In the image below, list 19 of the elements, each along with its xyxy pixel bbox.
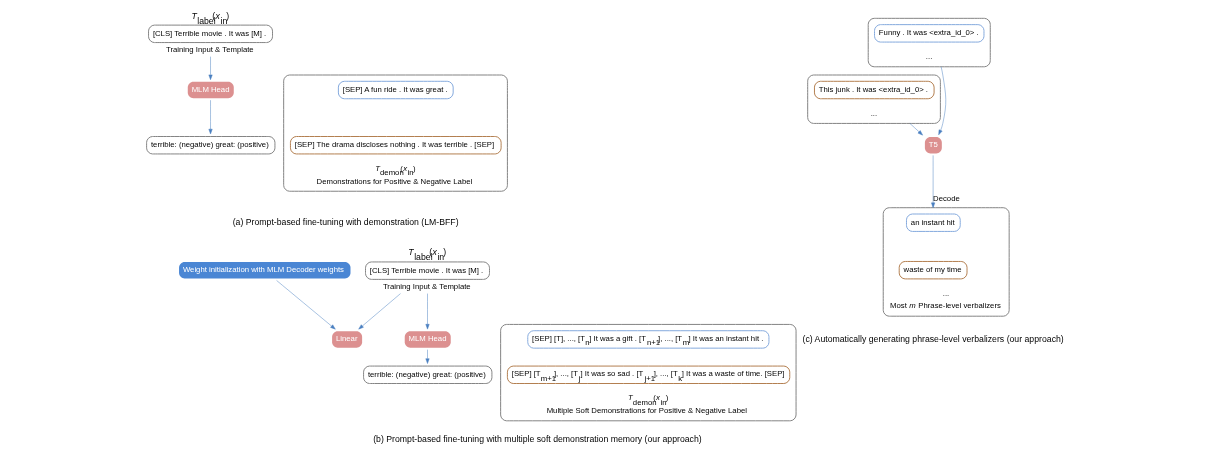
arrow: [208, 56, 213, 80]
arrow: [425, 349, 430, 364]
node-box: Linear: [332, 331, 363, 348]
arrow: [931, 155, 936, 208]
arrow: [938, 66, 947, 136]
label: (b) Prompt-based fine-tuning with multiple soft demonstration memory (our approach): [373, 434, 702, 445]
arrow: [358, 293, 401, 330]
node-box: MLM Head: [187, 81, 234, 99]
arrow: [425, 293, 430, 330]
edge-label: Decode: [933, 194, 960, 204]
arrow: [909, 123, 923, 136]
node-box: MLM Head: [404, 331, 451, 348]
label: (c) Automatically generating phrase-level verbalizers (our approach): [802, 333, 1064, 344]
arrow: [276, 280, 336, 330]
label: (a) Prompt-based fine-tuning with demonstration (LM-BFF): [232, 216, 459, 227]
arrow: [208, 99, 213, 135]
node-label: Training Input & Template: [165, 45, 254, 55]
node-label: Training Input & Template: [382, 281, 471, 291]
node-box: Weight initialization with MLM Decoder weights: [179, 261, 351, 279]
